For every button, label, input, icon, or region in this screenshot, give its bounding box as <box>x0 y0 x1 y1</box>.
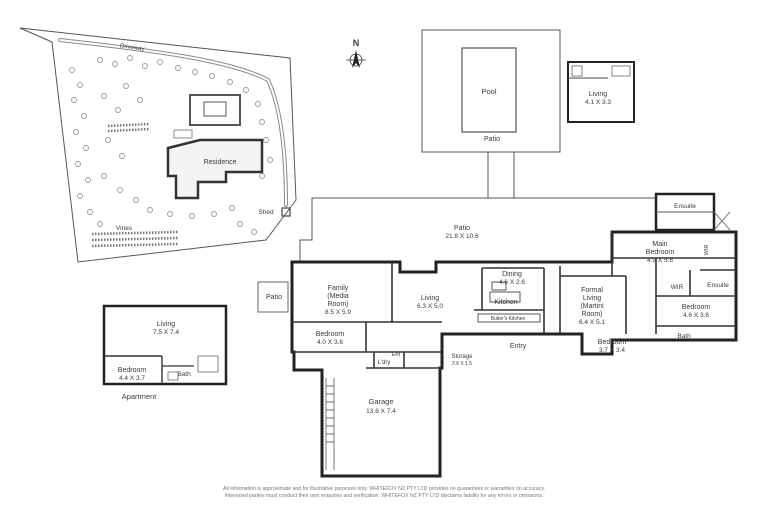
garage-stair <box>325 378 335 470</box>
bedroom-left-label: Bedroom <box>316 331 345 338</box>
side-patio <box>257 281 289 313</box>
family-room-line3: Room) <box>327 301 348 308</box>
bath-right-label: Bath <box>677 333 691 340</box>
butlers-kitchen-label: Butler's Kitchen <box>491 316 526 322</box>
entry-small-label: Ent <box>392 352 401 358</box>
site-plan: Driveway Vines <box>19 27 297 263</box>
driveway-path <box>58 38 288 207</box>
wir-label: WIR <box>671 284 684 291</box>
entry-label: Entry <box>510 343 527 350</box>
pool-house <box>567 61 635 123</box>
storage-label: Storage <box>451 354 473 360</box>
ensuite-top-label: Ensuite <box>674 203 696 210</box>
storage-dims: 2.6 X 1.5 <box>452 361 472 367</box>
apartment-bedroom-label: Bedroom <box>118 367 147 374</box>
bedroom-entry-dims: 3.7 X 3.4 <box>599 347 625 354</box>
apartment: Living 7.5 X 7.4 Bedroom 4.4 X 3.7 Bath … <box>102 304 228 401</box>
kitchen-counters <box>477 281 541 323</box>
main-bedroom-dims: 4.9 X 5.8 <box>647 257 673 264</box>
pool-living-label: Living <box>589 91 607 98</box>
residence-label: Residence <box>203 159 236 166</box>
disclaimer-line-2: Interested parties must conduct their ow… <box>224 493 544 499</box>
disclaimer-line-1: All information is approximate and for i… <box>223 486 545 492</box>
wir-vertical-label: WIR <box>704 245 710 256</box>
formal-living-dims: 6.4 X 5.1 <box>579 319 605 326</box>
family-room-dims: 8.5 X 5.9 <box>325 309 351 316</box>
apartment-bedroom-dims: 4.4 X 3.7 <box>119 375 145 382</box>
formal-living-line3: (Martini <box>580 303 604 310</box>
pool-deck <box>421 29 561 153</box>
main-house: Patio 21.8 X 10.6 Patio <box>257 192 738 478</box>
shed-label: Shed <box>258 209 274 216</box>
dining-label: Dining <box>502 271 522 278</box>
apartment-outline <box>102 304 228 386</box>
garage-label: Garage <box>368 397 393 406</box>
formal-living-line4: Room) <box>581 311 602 318</box>
vines-label: Vines <box>116 225 133 232</box>
living-room-label: Living <box>421 295 439 302</box>
shed-footprint <box>281 207 291 217</box>
dining-dims: 4.6 X 2.6 <box>499 279 525 286</box>
disclaimer: All information is approximate and for i… <box>40 486 728 500</box>
family-room-line1: Family <box>328 285 349 292</box>
interior-walls <box>292 232 736 369</box>
apartment-living-dims: 7.5 X 7.4 <box>153 329 179 336</box>
family-room-line2: (Media <box>327 293 349 300</box>
living-room-dims: 6.3 X 5.0 <box>417 303 443 310</box>
patio-outline <box>299 197 659 262</box>
residence-footprint <box>166 94 264 200</box>
bedroom-right-label: Bedroom <box>682 304 711 311</box>
bedroom-entry-label: Bedroom <box>598 339 627 346</box>
north-compass: N <box>346 38 366 68</box>
apartment-caption: Apartment <box>122 392 158 401</box>
ensuite-right-label: Ensuite <box>707 282 729 289</box>
driveway-label: Driveway <box>120 43 145 52</box>
formal-living-line1: Formal <box>581 287 603 294</box>
main-bedroom-line2: Bedroom <box>646 249 675 256</box>
pool-area: Pool Patio Living 4.1 X 3.3 <box>421 29 635 198</box>
bedroom-right-dims: 4.6 X 3.6 <box>683 312 709 319</box>
vine-rows <box>91 122 179 248</box>
laundry-label: L'dry <box>378 360 391 366</box>
site-boundary <box>19 27 297 263</box>
kitchen-label: Kitchen <box>494 299 517 306</box>
pool-living-dims: 4.1 X 3.3 <box>585 99 611 106</box>
main-bedroom-line1: Main <box>652 241 667 248</box>
pool-patio-label: Patio <box>484 136 500 143</box>
house-outer-wall <box>290 230 738 478</box>
patio-main-label: Patio <box>454 225 470 232</box>
tree-markers <box>69 55 273 235</box>
pool <box>461 47 517 133</box>
formal-living-line2: Living <box>583 295 601 302</box>
side-patio-label: Patio <box>266 294 282 301</box>
bedroom-left-dims: 4.0 X 3.6 <box>317 339 343 346</box>
compass-north-label: N <box>353 38 360 48</box>
pool-label: Pool <box>481 87 496 96</box>
patio-main-dims: 21.8 X 10.6 <box>445 233 479 240</box>
apartment-living-label: Living <box>157 321 175 328</box>
garage-dims: 13.6 X 7.4 <box>366 408 396 415</box>
apartment-bath-label: Bath <box>177 371 191 378</box>
